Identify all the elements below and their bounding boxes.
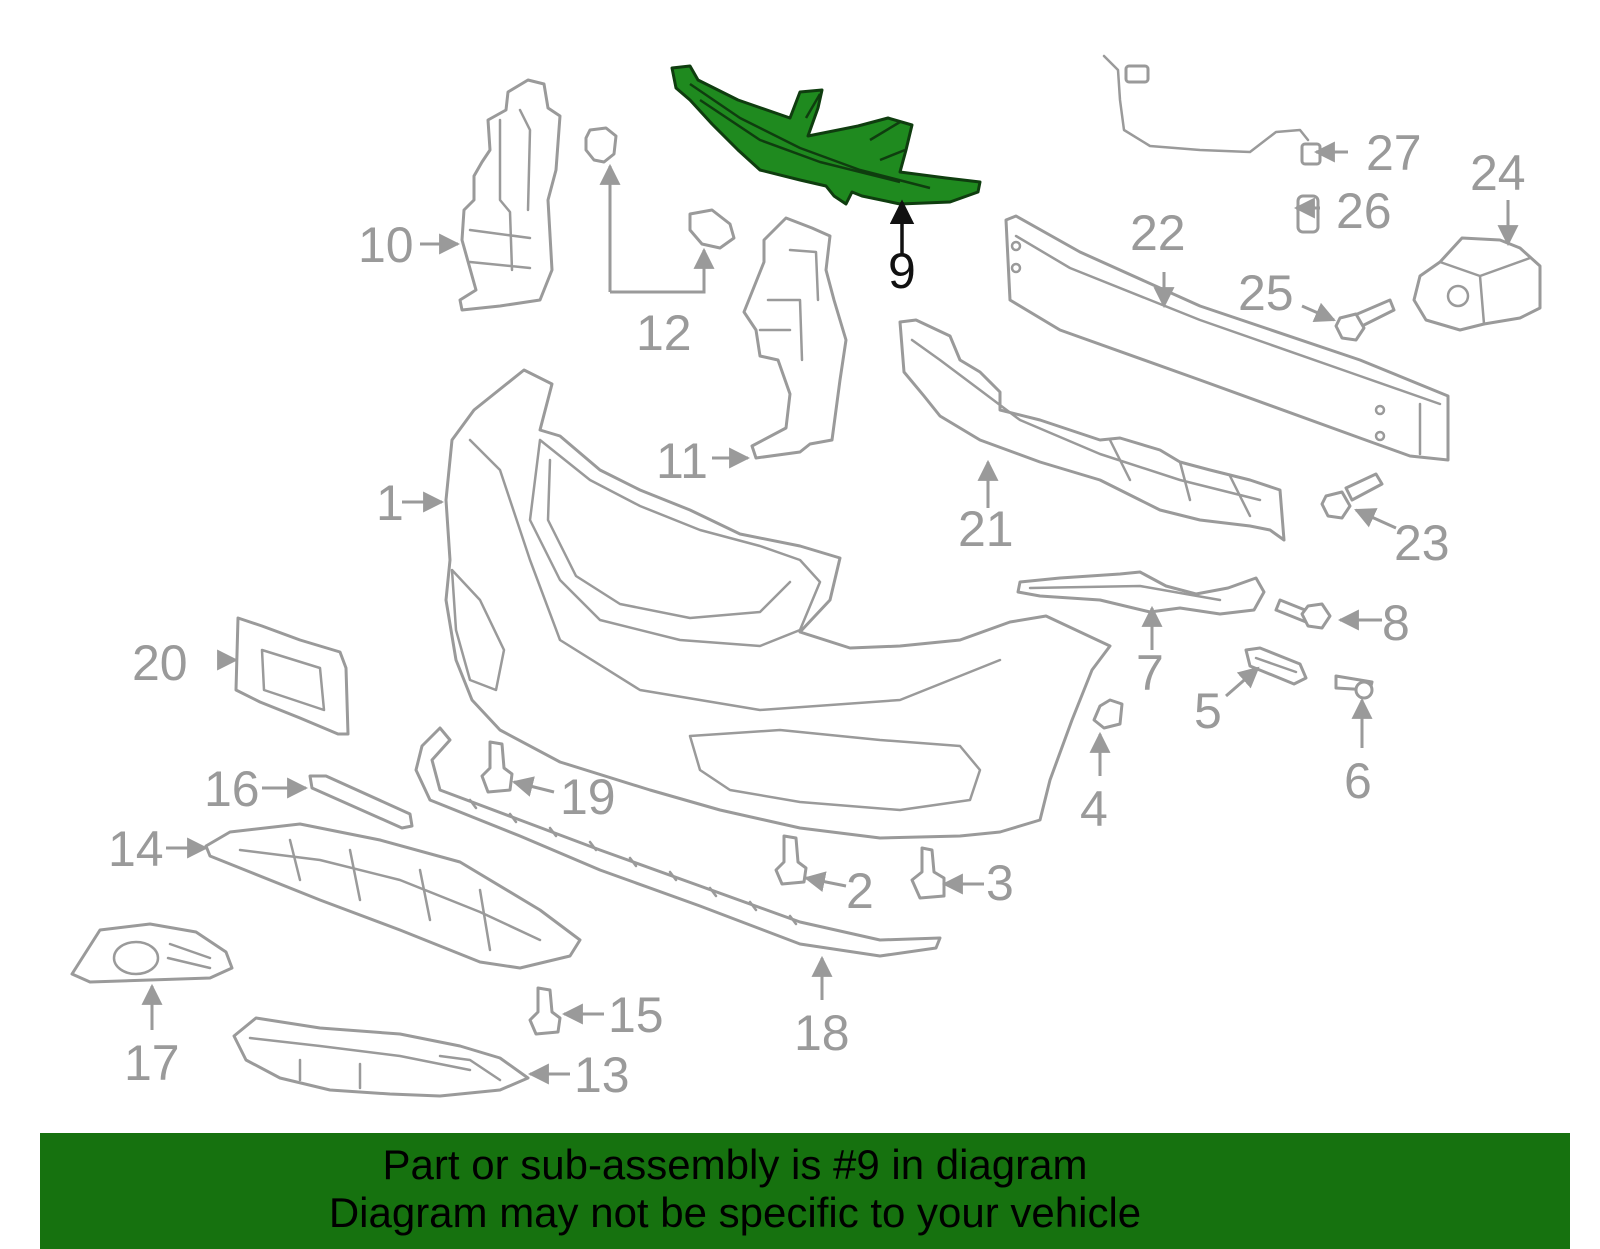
callout-21[interactable]: 21 (958, 501, 1014, 557)
callout-23[interactable]: 23 (1394, 515, 1450, 571)
part-11-side-bracket (742, 216, 848, 460)
part-6-screw (1334, 674, 1374, 700)
part-1-bumper-cover (444, 368, 1112, 840)
part-22-reinforcement (1004, 214, 1450, 462)
callout-16[interactable]: 16 (204, 761, 260, 817)
part-25-bolt (1334, 298, 1396, 342)
part-17-fog-bezel (70, 922, 234, 984)
callout-17[interactable]: 17 (124, 1035, 180, 1091)
info-banner: Part or sub-assembly is #9 in diagram Di… (40, 1133, 1570, 1249)
callout-11[interactable]: 11 (656, 433, 708, 489)
callout-9[interactable]: 9 (888, 243, 916, 299)
callout-numbers: 9 10 12 11 1 21 22 25 26 27 24 23 8 7 5 … (108, 125, 1526, 1103)
part-10-side-bracket (458, 78, 562, 312)
part-19-clip (480, 740, 514, 794)
part-2-clip (774, 834, 808, 886)
callout-22[interactable]: 22 (1130, 205, 1186, 261)
part-3-clip (910, 846, 946, 900)
callout-7[interactable]: 7 (1136, 645, 1164, 701)
callout-3[interactable]: 3 (986, 855, 1014, 911)
callout-27[interactable]: 27 (1366, 125, 1422, 181)
callout-12[interactable]: 12 (636, 305, 692, 361)
part-18-lower-molding (414, 726, 942, 958)
part-8-bolt (1274, 598, 1332, 630)
callout-leaders (141, 141, 1519, 1085)
callout-18[interactable]: 18 (794, 1005, 850, 1061)
callout-13[interactable]: 13 (574, 1047, 630, 1103)
part-20-license-bracket (234, 616, 350, 736)
part-5-bracket (1244, 646, 1308, 686)
callout-5[interactable]: 5 (1194, 683, 1222, 739)
part-23-bolt (1320, 472, 1384, 520)
callout-4[interactable]: 4 (1080, 781, 1108, 837)
callout-6[interactable]: 6 (1344, 753, 1372, 809)
banner-line-2: Diagram may not be specific to your vehi… (328, 1189, 1142, 1236)
part-13-lower-grille (232, 1016, 530, 1098)
banner-line-1: Part or sub-assembly is #9 in diagram (382, 1141, 1088, 1188)
callout-10[interactable]: 10 (358, 217, 414, 273)
part-15-clip (528, 986, 562, 1036)
callout-8[interactable]: 8 (1382, 595, 1410, 651)
part-9-upper-support[interactable] (670, 64, 982, 206)
part-16-strip (308, 774, 414, 830)
callout-19[interactable]: 19 (560, 769, 616, 825)
callout-25[interactable]: 25 (1238, 265, 1294, 321)
callout-1[interactable]: 1 (376, 475, 404, 531)
part-26-clip (1296, 194, 1320, 234)
part-27-harness (1102, 54, 1322, 166)
part-7-side-bracket (1016, 570, 1266, 616)
part-4-clip (1092, 698, 1124, 730)
callout-26[interactable]: 26 (1336, 183, 1392, 239)
part-24-bracket (1412, 236, 1542, 332)
callout-14[interactable]: 14 (108, 821, 164, 877)
part-14-undercover (204, 822, 582, 970)
part-21-absorber (898, 318, 1286, 542)
callout-15[interactable]: 15 (608, 987, 664, 1043)
callout-20[interactable]: 20 (132, 635, 188, 691)
callout-24[interactable]: 24 (1470, 145, 1526, 201)
part-12-clips (584, 126, 736, 250)
callout-2[interactable]: 2 (846, 863, 874, 919)
